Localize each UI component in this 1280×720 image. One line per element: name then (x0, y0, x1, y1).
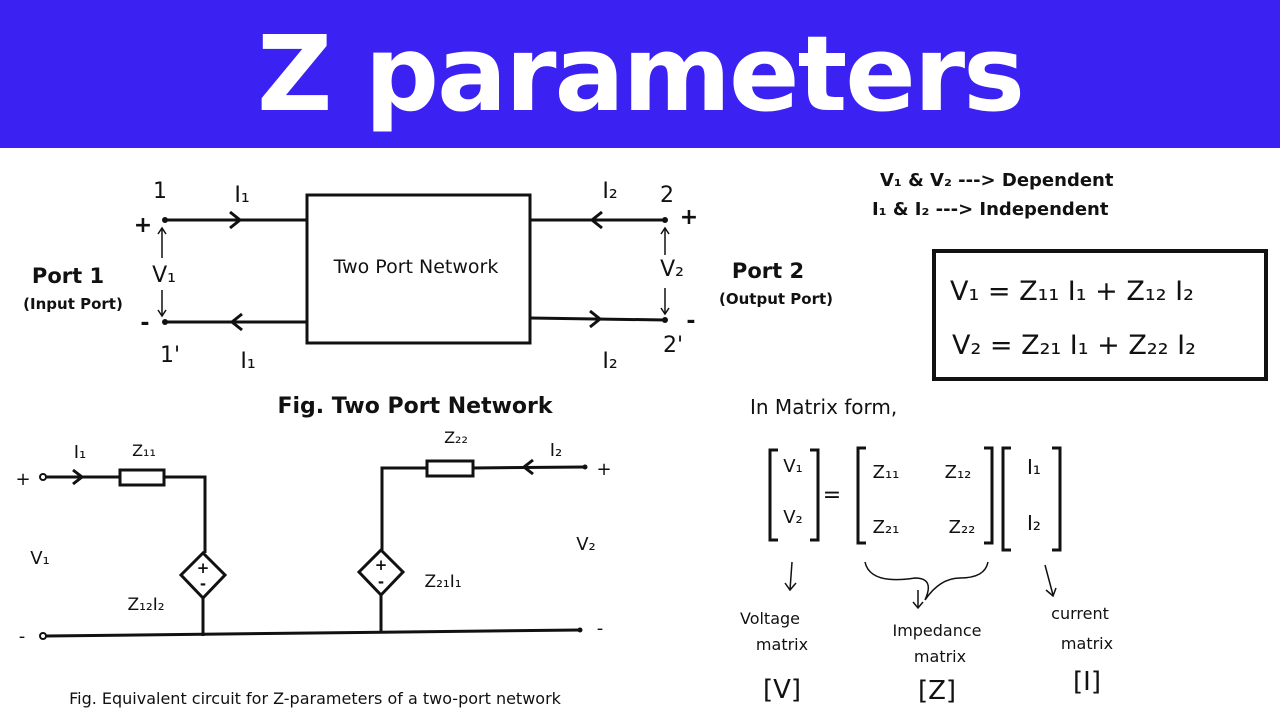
eq-z21i1-label: Z₂₁I₁ (424, 572, 461, 592)
independent-note: I₁ & I₂ ---> Independent (872, 199, 1109, 220)
port2-label: Port 2 (732, 259, 804, 283)
node-1p-label: 1' (160, 343, 180, 368)
equation-v2: V₂ = Z₂₁ I₁ + Z₂₂ I₂ (952, 330, 1196, 361)
two-port-network-figure: Two Port Network 1 1' 2 2' + - + - I₁ I₁… (23, 179, 833, 419)
v2-label: V₂ (660, 257, 684, 282)
matrix-heading: In Matrix form, (750, 395, 897, 419)
arrow-i1-in-icon (229, 210, 243, 230)
i1-top-label: I₁ (234, 183, 249, 208)
eq-v2-label: V₂ (576, 534, 596, 555)
matrix-z21: Z₂₁ (873, 517, 900, 538)
eq-z11-label: Z₁₁ (132, 441, 156, 460)
page-title: Z parameters (256, 13, 1025, 135)
current-symbol: [I] (1073, 667, 1101, 697)
node-1 (162, 217, 168, 223)
matrix-z12: Z₁₂ (945, 462, 972, 483)
matrix-z22: Z₂₂ (949, 517, 976, 538)
port1-plus: + (134, 213, 152, 238)
output-bottom-wire (529, 316, 666, 322)
impedance-arrow-icon (912, 590, 924, 610)
title-banner: Z parameters (0, 0, 1280, 148)
node-2-label: 2 (660, 183, 674, 208)
equations-box (932, 249, 1268, 381)
matrix-v1: V₁ (783, 456, 803, 477)
node-1p (162, 319, 168, 325)
matrix-i2: I₂ (1027, 511, 1041, 535)
matrix-equals: = (823, 483, 841, 508)
equivalent-circuit: + - + - + - + - I₁ Z₁₁ V₁ Z₁₂I₂ Z₂₂ I₂ V… (15, 428, 611, 708)
arrow-i2-out-icon (589, 309, 603, 329)
ground-wire (45, 628, 581, 638)
eq-i2-label: I₂ (550, 440, 563, 461)
source1-plus: + (197, 559, 210, 577)
eq-z22-label: Z₂₂ (444, 428, 468, 447)
arrow-i2-icon (521, 458, 534, 476)
i2-top-label: I₂ (602, 179, 617, 204)
eq-minus-left: - (19, 626, 26, 647)
resistor-z11 (118, 468, 166, 487)
matrix-i1: I₁ (1027, 455, 1041, 479)
matrix-z11: Z₁₁ (873, 462, 900, 483)
resistor-z22 (425, 459, 475, 478)
port2-minus: - (686, 309, 695, 334)
diagram-canvas: Two Port Network 1 1' 2 2' + - + - I₁ I₁… (15, 170, 1268, 708)
eq-z12i2-label: Z₁₂I₂ (127, 595, 164, 615)
node-1-label: 1 (153, 179, 167, 204)
source2-minus: - (378, 573, 384, 591)
eq-v1-label: V₁ (30, 548, 50, 569)
source2-plus: + (375, 556, 388, 574)
impedance-brace-icon (864, 561, 989, 601)
voltage-symbol: [V] (763, 675, 801, 705)
i2-bottom-label: I₂ (602, 349, 617, 374)
equation-v1: V₁ = Z₁₁ I₁ + Z₁₂ I₂ (950, 276, 1194, 307)
network-box (305, 193, 532, 345)
port2-sublabel: (Output Port) (719, 290, 833, 308)
port1-label: Port 1 (32, 264, 104, 288)
current-label: current (1051, 604, 1109, 623)
port1-minus: - (140, 311, 149, 336)
impedance-symbol: [Z] (918, 676, 956, 706)
voltage-arrow-icon (784, 561, 797, 592)
arrow-i2-in-icon (589, 210, 603, 230)
current-matrix-label: matrix (1061, 634, 1113, 653)
i1-bottom-label: I₁ (240, 349, 255, 374)
voltage-matrix-label: matrix (756, 635, 808, 654)
impedance-matrix-label: matrix (914, 647, 966, 666)
arrow-i1-out-icon (229, 312, 243, 332)
current-arrow-icon (1044, 564, 1057, 598)
arrow-i1-icon (72, 468, 85, 486)
matrix-v2: V₂ (783, 507, 803, 528)
eq-plus-left: + (15, 469, 30, 490)
impedance-label: Impedance (892, 621, 981, 640)
dependent-note: V₁ & V₂ ---> Dependent (880, 170, 1114, 191)
node-2 (662, 217, 668, 223)
network-box-label: Two Port Network (333, 256, 499, 278)
eq-i1-label: I₁ (74, 442, 87, 463)
node-2p (662, 317, 668, 323)
port2-plus: + (680, 205, 698, 230)
eq-plus-right: + (596, 459, 611, 480)
port1-sublabel: (Input Port) (23, 295, 123, 313)
equivalent-caption: Fig. Equivalent circuit for Z-parameters… (69, 689, 562, 708)
source1-minus: - (200, 575, 206, 593)
eq-minus-right: - (597, 618, 604, 639)
voltage-label: Voltage (740, 609, 800, 628)
two-port-caption: Fig. Two Port Network (277, 394, 553, 419)
node-2p-label: 2' (663, 333, 683, 358)
matrix-form: In Matrix form, V₁ V₂ = Z₁₁ Z₁₂ Z₂₁ Z₂₂ … (740, 395, 1113, 706)
v1-label: V₁ (152, 263, 176, 288)
